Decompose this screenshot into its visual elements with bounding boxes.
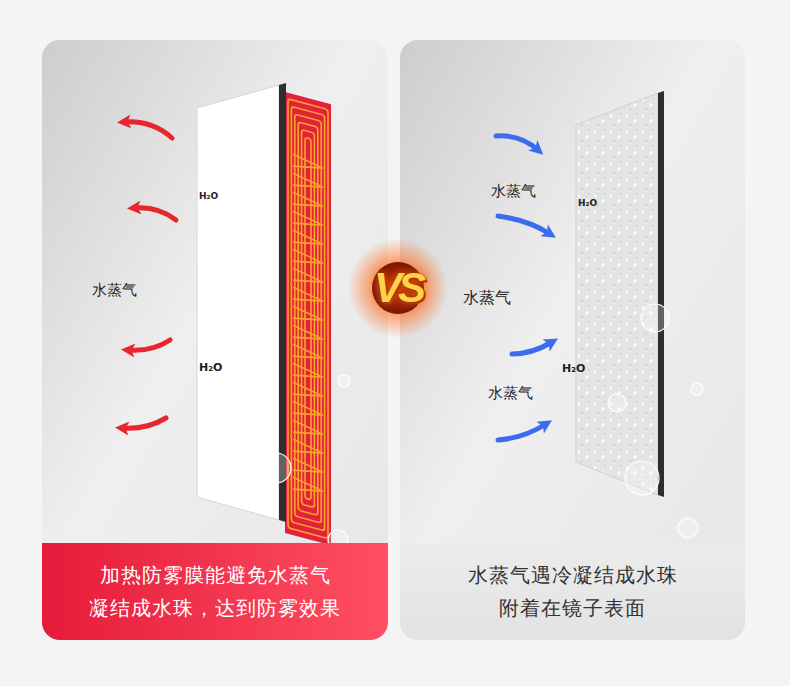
- blue-arrow: [498, 424, 546, 440]
- wire-loop: [288, 99, 328, 539]
- film-sheet: [285, 92, 331, 545]
- wire-zigzag: [293, 363, 323, 383]
- caption-text: 水蒸气遇冷凝结成水珠 附着在镜子表面: [414, 559, 731, 625]
- caption-band: 水蒸气遇冷凝结成水珠 附着在镜子表面: [400, 543, 745, 640]
- wire-zigzag: [293, 211, 323, 231]
- heating-wire: [288, 99, 328, 539]
- molecule-label: H₂O: [199, 361, 222, 374]
- red-arrow: [122, 418, 166, 428]
- bubbles: [231, 288, 703, 550]
- blue-arrow: [512, 342, 552, 354]
- bubble: [691, 383, 703, 395]
- wire-zigzag: [293, 287, 323, 307]
- red-arrow: [124, 122, 172, 138]
- vapour-label: 水蒸气: [92, 281, 137, 299]
- wire-loop: [291, 107, 324, 531]
- vs-glow: [348, 238, 448, 338]
- wire-zigzag: [293, 192, 323, 212]
- vapour-arrows: [122, 122, 176, 428]
- wire-zigzag: [293, 154, 323, 174]
- bubble: [625, 461, 659, 495]
- wire-zigzag: [293, 325, 323, 345]
- fogged-mirror: [576, 93, 658, 495]
- vapour-label: 水蒸气: [491, 182, 536, 200]
- bubble: [608, 394, 626, 412]
- wire-zigzag: [293, 382, 323, 402]
- wire-zigzag: [293, 268, 323, 288]
- mirror-edge: [658, 91, 664, 497]
- blue-arrow: [496, 136, 538, 150]
- vapour-label: 水蒸气: [488, 384, 533, 402]
- molecule-label: H₂O: [199, 191, 218, 202]
- wire-zigzag: [293, 401, 323, 421]
- left-panel: [42, 40, 388, 640]
- bubble: [338, 375, 350, 387]
- molecule-label: H₂O: [562, 362, 585, 375]
- heating-film: [285, 92, 331, 545]
- red-arrow: [128, 340, 170, 350]
- bubble: [678, 518, 698, 538]
- bubble: [641, 304, 669, 332]
- bubble: [250, 288, 274, 312]
- bubble: [261, 453, 291, 483]
- vs-text: VS: [374, 264, 422, 312]
- wire-zigzag: [293, 249, 323, 269]
- wire-zigzag: [293, 477, 323, 497]
- molecule-label: H₂O: [578, 198, 597, 209]
- wire-zigzag: [293, 420, 323, 440]
- vs-badge: VS: [350, 250, 446, 326]
- wire-zigzag: [293, 458, 323, 478]
- mirror-face: [197, 85, 279, 520]
- vs-core: [372, 262, 424, 314]
- blue-arrow: [498, 216, 550, 234]
- vapour-label: 水蒸气: [463, 288, 511, 307]
- right-panel: [400, 40, 745, 640]
- bubble: [231, 383, 249, 401]
- wire-zigzag: [293, 306, 323, 326]
- caption-band: 加热防雾膜能避免水蒸气 凝结成水珠，达到防雾效果: [42, 543, 388, 640]
- red-arrow: [134, 208, 176, 220]
- caption-text: 加热防雾膜能避免水蒸气 凝结成水珠，达到防雾效果: [56, 559, 374, 625]
- wire-zigzag: [293, 173, 323, 193]
- wire-zigzag: [293, 230, 323, 250]
- wire-zigzag: [293, 344, 323, 364]
- wire-zigzag: [293, 439, 323, 459]
